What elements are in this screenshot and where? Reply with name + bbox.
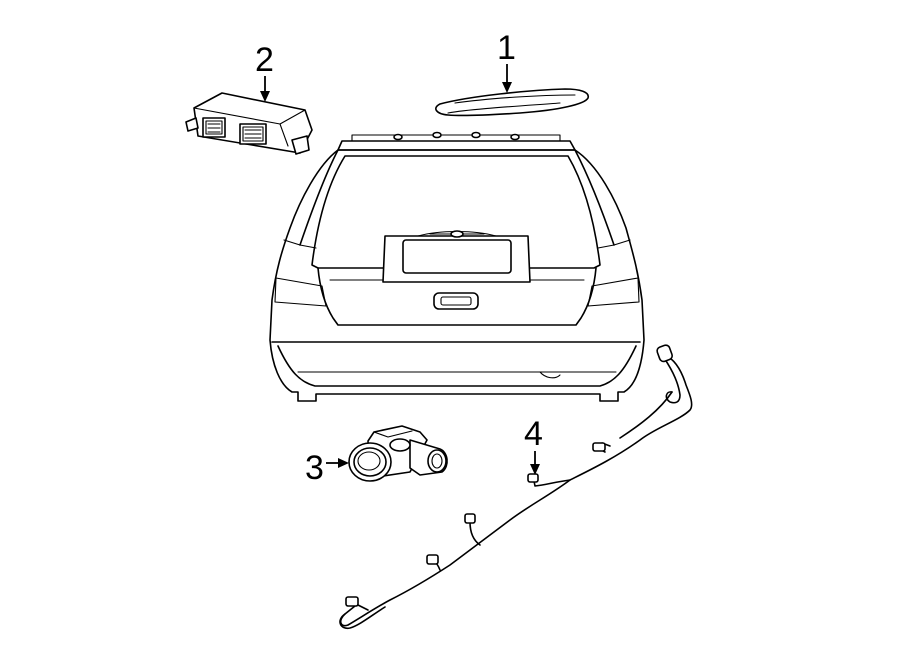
callout-3-label: 3 [305,449,324,487]
callout-4-label: 4 [524,415,543,453]
callout-1: 1 [497,29,516,93]
part-1-high-mount-lamp [435,88,589,117]
part-2-park-assist-module [185,92,313,155]
callout-2-label: 2 [255,41,274,79]
callout-2: 2 [255,41,274,102]
part-4-wiring-harness [339,344,693,630]
callout-3: 3 [305,449,349,487]
callout-4: 4 [524,415,543,475]
callout-1-label: 1 [497,29,516,67]
part-3-park-sensor [348,425,448,482]
vehicle-rear-view [269,131,645,402]
